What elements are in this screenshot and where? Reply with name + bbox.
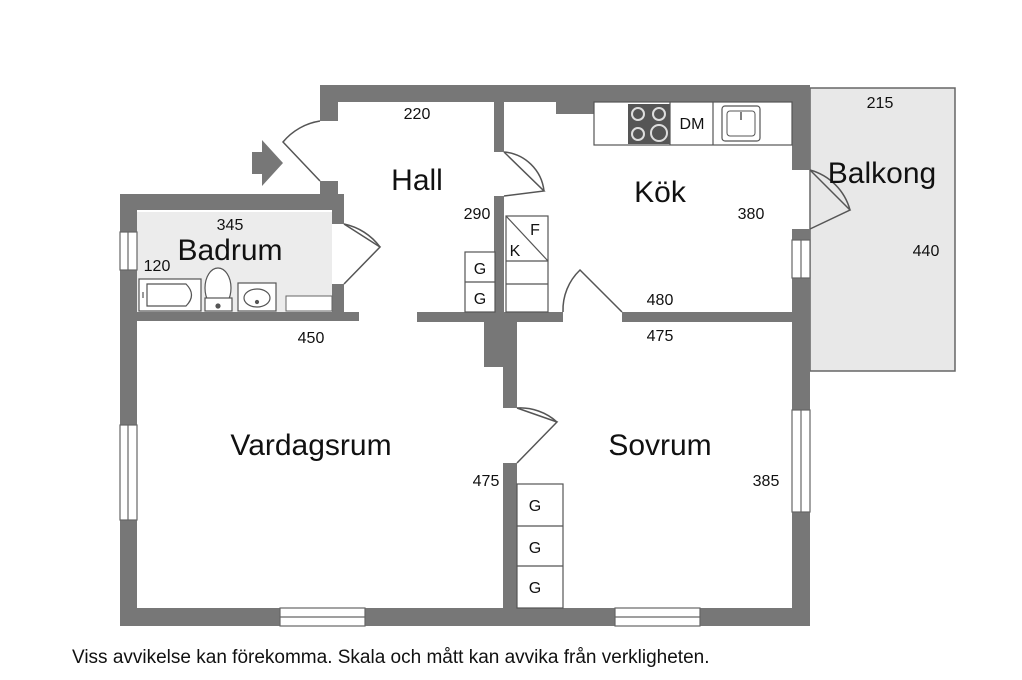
hall-wardrobe-label-2: G: [474, 291, 486, 308]
disclaimer-text: Viss avvikelse kan förekomma. Skala och …: [72, 647, 710, 668]
room-label-hall: Hall: [391, 164, 443, 197]
stove-icon: [628, 104, 670, 144]
room-label-balkong: Balkong: [828, 157, 936, 190]
room-label-badrum: Badrum: [177, 234, 282, 267]
room-label-kok: Kök: [634, 176, 687, 209]
bedroom-wardrobe-label-1: G: [529, 498, 541, 515]
doors: [281, 120, 852, 464]
bedroom-wardrobe-label-3: G: [529, 580, 541, 597]
dim-sovrum-depth: 385: [753, 473, 780, 490]
dim-badrum-width: 345: [217, 217, 244, 234]
dim-kok-depth: 380: [738, 206, 765, 223]
dim-badrum-depth: 120: [144, 258, 171, 275]
bedroom-wardrobe-label-2: G: [529, 540, 541, 557]
hall-wardrobe: [464, 251, 496, 313]
hall-wardrobe-label-1: G: [474, 261, 486, 278]
dim-balkong-width: 215: [867, 95, 894, 112]
windows: [119, 231, 811, 627]
walls: [120, 85, 810, 626]
sink-icon: [721, 105, 761, 142]
freezer-label: F: [530, 222, 540, 239]
fridge-label: K: [510, 243, 521, 260]
bedroom-wardrobe: [516, 483, 564, 609]
toilet-icon: [204, 267, 233, 312]
bathroom-shelf: [285, 295, 333, 312]
dim-hall-depth: 290: [464, 206, 491, 223]
dim-balkong-depth: 440: [913, 243, 940, 260]
washbasin-icon: [237, 282, 277, 312]
kitchen-counter: [593, 101, 793, 146]
entrance-arrow-icon: [252, 140, 283, 186]
fridge-freezer: [505, 215, 549, 313]
dim-vardagsrum-depth: 475: [473, 473, 500, 490]
bathtub-icon: [138, 278, 202, 312]
dim-kok-width: 480: [647, 292, 674, 309]
dim-hall-width: 220: [404, 106, 431, 123]
room-label-sovrum: Sovrum: [608, 429, 711, 462]
dim-vardagsrum-width: 450: [298, 330, 325, 347]
dishwasher-label: DM: [680, 116, 705, 133]
floor-plan: DM F K G G G G G Hall Kök Balko: [119, 85, 956, 627]
room-label-vardagsrum: Vardagsrum: [230, 429, 391, 462]
dim-sovrum-width: 475: [647, 328, 674, 345]
balcony-floor: [809, 87, 956, 372]
